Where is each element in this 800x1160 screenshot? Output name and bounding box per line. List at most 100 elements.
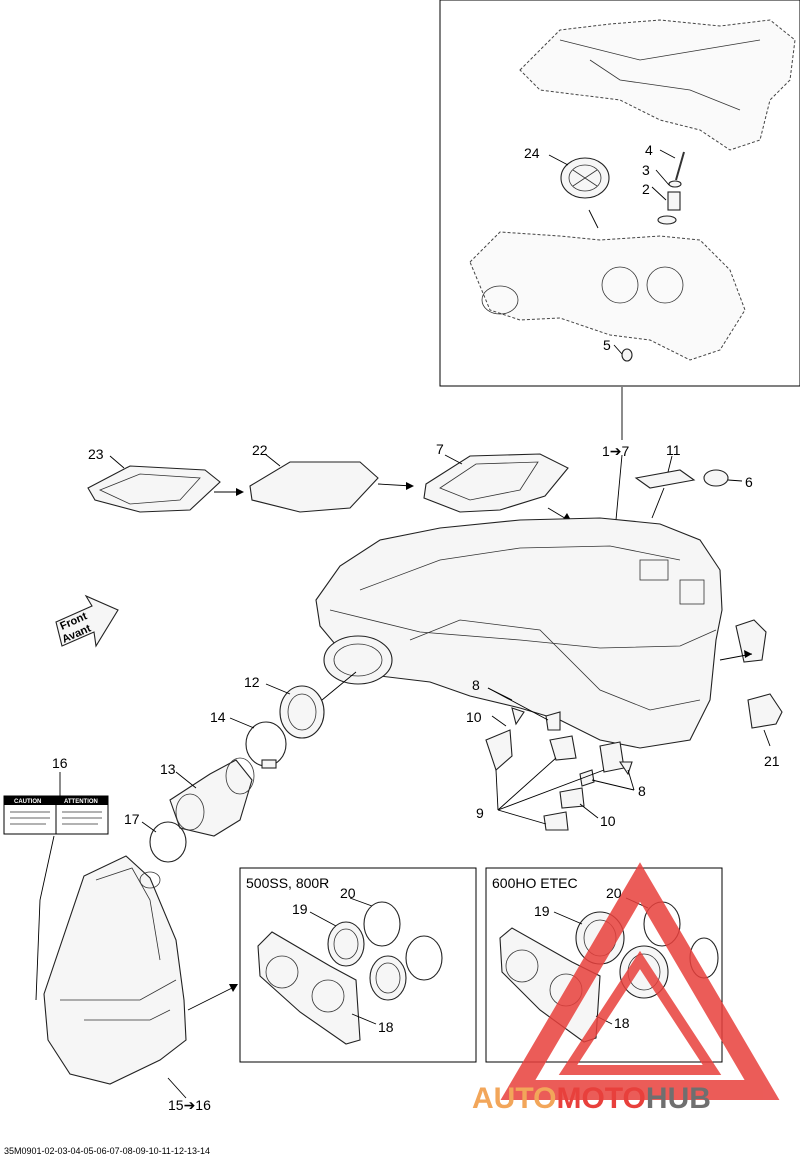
leader-9-2 [497, 757, 557, 811]
leader-19b [553, 911, 583, 925]
leader-9-1 [495, 769, 499, 811]
label-6: 6 [745, 474, 753, 490]
adaptor-12 [279, 685, 325, 739]
leader-5 [613, 344, 623, 355]
leader-24b [548, 154, 569, 166]
leader-2 [651, 186, 667, 201]
air-silencer-body [315, 517, 723, 749]
label-8b: 8 [638, 783, 646, 799]
panel-7 [423, 453, 569, 513]
label-24: 24 [524, 145, 540, 161]
label-4: 4 [645, 142, 653, 158]
leader-18a [351, 1013, 377, 1025]
watermark-logo [500, 862, 780, 1100]
leader-12 [265, 683, 291, 695]
sticker-11 [634, 469, 696, 489]
label-15-16: 15➔16 [168, 1097, 211, 1113]
bolt-stack [657, 151, 685, 225]
warning-caution-text: CAUTION [14, 799, 41, 805]
leader-10a [491, 715, 507, 727]
intake-tube-21 [735, 619, 783, 729]
clamp-14 [245, 721, 287, 769]
arrow-head-22-7 [406, 482, 414, 490]
label-18b: 18 [614, 1015, 630, 1031]
leader-9-3 [497, 769, 605, 811]
leader-22 [264, 453, 281, 467]
box-title-500ss-800r: 500SS, 800R [246, 875, 329, 891]
leader-24 [588, 209, 599, 229]
warning-decal-16 [3, 795, 109, 835]
label-23: 23 [88, 446, 104, 462]
label-7: 7 [436, 441, 444, 457]
label-10a: 10 [466, 709, 482, 725]
leader-4 [659, 149, 676, 159]
leader-21 [763, 729, 771, 747]
lower-silencer-15 [43, 855, 187, 1085]
label-8a: 8 [472, 677, 480, 693]
leader-15-16 [167, 1077, 187, 1099]
leader-8a-2 [487, 687, 549, 721]
label-5: 5 [603, 337, 611, 353]
label-12: 12 [244, 674, 260, 690]
label-17: 17 [124, 811, 140, 827]
leader-16b [35, 835, 55, 1001]
leader-6 [727, 479, 743, 482]
label-2: 2 [642, 181, 650, 197]
leader-11b [651, 487, 665, 519]
arrow-head-box-to-15 [229, 984, 238, 992]
label-19b: 19 [534, 903, 550, 919]
leader-14 [229, 717, 255, 729]
label-18a: 18 [378, 1019, 394, 1035]
panel-23 [87, 465, 221, 513]
label-10b: 10 [600, 813, 616, 829]
label-13: 13 [160, 761, 176, 777]
watermark-part3: HUB [646, 1082, 711, 1115]
leader-3 [655, 169, 670, 186]
label-19a: 19 [292, 901, 308, 917]
clips-group [485, 707, 633, 831]
leader-7 [444, 454, 463, 465]
leader-10b [579, 803, 599, 819]
leader-17 [141, 821, 157, 833]
label-1-7: 1➔7 [602, 443, 630, 459]
inset-frame-top [439, 0, 800, 387]
warning-attention-text: ATTENTION [64, 799, 98, 805]
box-600ho-etec [485, 867, 723, 1063]
label-20a: 20 [340, 885, 356, 901]
leader-8b-1 [591, 779, 635, 791]
label-9: 9 [476, 805, 484, 821]
leader-1-7 [615, 454, 623, 521]
airbox-lower-base [469, 231, 746, 361]
label-21: 21 [764, 753, 780, 769]
box-500ss-800r [239, 867, 477, 1063]
label-16: 16 [52, 755, 68, 771]
watermark-triangle-inner [558, 950, 722, 1075]
label-3: 3 [642, 162, 650, 178]
front-direction-arrow [55, 594, 119, 648]
adaptor-13 [169, 757, 255, 837]
leader-8b-2 [627, 769, 635, 791]
arrow-12 [321, 671, 357, 701]
label-11: 11 [666, 442, 681, 458]
box-title-600ho-etec: 600HO ETEC [492, 875, 578, 891]
gasket-17 [149, 821, 187, 863]
leader-9-4 [497, 809, 547, 825]
leader-11 [667, 455, 673, 473]
panel-22 [249, 461, 379, 513]
label-22: 22 [252, 442, 268, 458]
arrow-box-to-15 [187, 985, 237, 1011]
arrow-head-23-22 [236, 488, 244, 496]
watermark-part1: AUTO [472, 1082, 556, 1115]
box-500ss-parts [257, 901, 443, 1045]
leader-13 [175, 771, 197, 789]
watermark-triangle [500, 862, 780, 1100]
grommet-6 [703, 469, 729, 487]
filter-24 [560, 157, 610, 199]
watermark-text: AUTOMOTOHUB [472, 1082, 711, 1115]
label-14: 14 [210, 709, 226, 725]
label-20b: 20 [606, 885, 622, 901]
airbox-upper-lid [519, 19, 796, 151]
leader-20a [349, 897, 373, 907]
reference-code: 35M0901-02-03-04-05-06-07-08-09-10-11-12… [4, 1146, 210, 1156]
